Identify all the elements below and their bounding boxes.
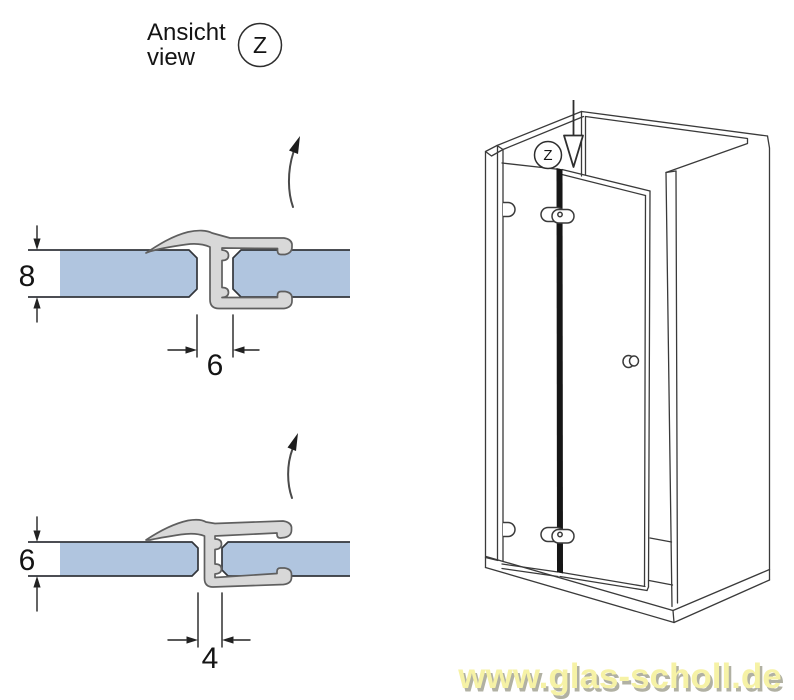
glass-panel-left	[60, 542, 198, 576]
glass-panel-right	[233, 250, 350, 297]
dimension-glass-thickness-bottom: 6	[19, 516, 41, 612]
detail-mark-circle-small	[533, 140, 563, 170]
detail-callout: Z	[533, 100, 584, 170]
fixed-panel-bottom-edge	[501, 563, 559, 573]
watermark-shadow-text: www.glas-scholl.de	[460, 661, 785, 700]
door-top-edge	[561, 168, 651, 192]
wall-clamp-hinge	[503, 521, 516, 538]
hinge-pin	[557, 211, 563, 218]
watermark-text: www.glas-scholl.de	[457, 657, 782, 696]
view-heading: Ansicht view Z	[147, 19, 283, 71]
floor-right-bottom	[673, 579, 771, 624]
dimension-gap-top: 6	[167, 314, 260, 382]
view-label-en: view	[147, 44, 196, 71]
hinge-pin	[557, 531, 563, 538]
floor-front-bottom	[484, 566, 675, 624]
floor-front-top	[485, 555, 674, 612]
detail-mark-letter: Z	[253, 32, 267, 58]
hinge-set-lower	[503, 521, 575, 544]
right-wall-post-top	[665, 170, 677, 174]
dim-value-gap-bottom: 4	[202, 642, 219, 675]
vertical-seal-strip	[556, 168, 563, 574]
door-top-edge-2	[561, 173, 647, 197]
door-bottom-corner	[646, 586, 650, 592]
section-view-bottom: 6 4	[19, 433, 350, 675]
detail-arrow-head	[563, 134, 584, 168]
rim-left-outer	[496, 110, 583, 147]
door-bottom-edge	[558, 571, 646, 588]
floor-front-corner	[672, 609, 675, 624]
right-wall-post-right	[675, 170, 679, 604]
isometric-view: Z	[484, 100, 771, 624]
dimension-gap-bottom: 4	[167, 592, 251, 675]
glass-outline-left	[28, 249, 198, 298]
swing-arrow-bottom	[287, 433, 298, 499]
right-wall-outer-edge	[766, 135, 771, 581]
threshold-line-upper	[649, 537, 673, 543]
left-wall-top-face	[484, 144, 504, 157]
threshold-line-lower	[648, 579, 674, 586]
hinge-leaf-right	[551, 528, 575, 544]
door-right-edge	[647, 190, 651, 588]
dim-value-thickness-top: 8	[19, 260, 36, 293]
glass-outline-left	[28, 541, 199, 577]
hinge-leaf-right	[551, 208, 575, 224]
floor-right-top	[672, 568, 771, 612]
wall-clamp-hinge	[503, 201, 516, 218]
door-knob	[622, 354, 640, 369]
dim-value-thickness-bottom: 6	[19, 544, 36, 577]
right-wall-post-left	[665, 171, 673, 608]
door-right-edge-2	[643, 194, 647, 587]
dimension-glass-thickness-top: 8	[19, 225, 41, 323]
dim-value-gap-top: 6	[207, 349, 224, 382]
rim-left-inner	[502, 115, 585, 151]
door-bottom-edge-2	[559, 575, 648, 592]
watermark: www.glas-scholl.de www.glas-scholl.de	[457, 657, 784, 700]
section-view-top: 8 6	[19, 136, 350, 382]
glass-panel-left	[60, 250, 197, 297]
detail-mark-circle	[237, 22, 283, 68]
seal-profile-section	[145, 518, 293, 588]
view-label-de: Ansicht	[147, 19, 226, 46]
glass-panel-right	[222, 542, 350, 576]
fixed-panel-bottom-edge-2	[501, 567, 559, 578]
detail-mark-letter-small: Z	[543, 147, 552, 164]
rim-right-outer	[580, 110, 769, 137]
hinge-set-upper	[503, 201, 575, 224]
swing-arrow-top	[287, 136, 300, 208]
rim-right-inner	[584, 115, 749, 174]
seal-profile-section	[145, 229, 293, 310]
